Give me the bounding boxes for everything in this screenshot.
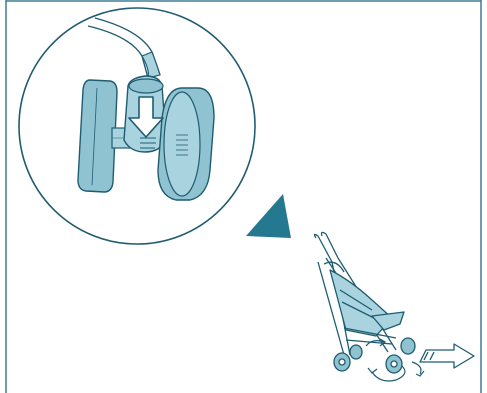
left-wheel bbox=[78, 80, 117, 192]
right-wheel bbox=[158, 88, 214, 200]
push-direction-arrow bbox=[420, 344, 474, 368]
wheel-detail-callout bbox=[19, 8, 255, 244]
pointer-triangle bbox=[246, 194, 291, 238]
folded-stroller bbox=[314, 232, 415, 373]
